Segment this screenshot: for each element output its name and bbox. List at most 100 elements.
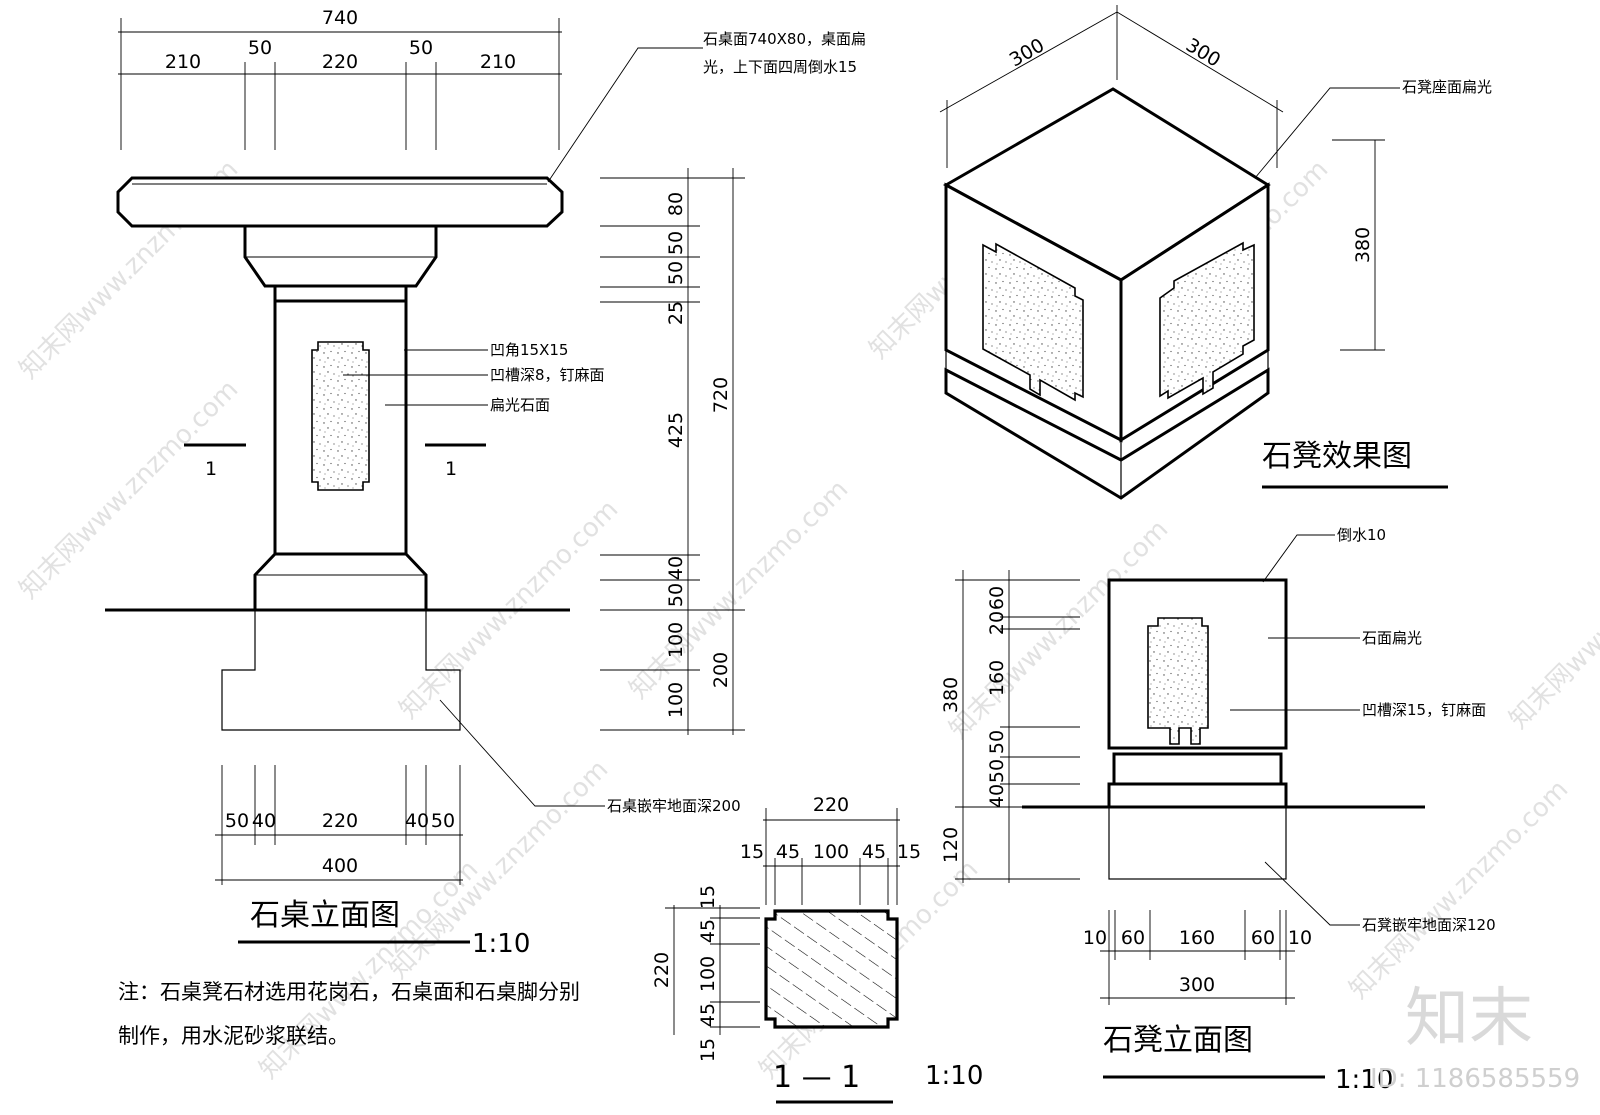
section-mark: 1 (205, 458, 217, 480)
watermark-text: 知末网www.znzmo.com (14, 374, 245, 605)
table-base (253, 552, 428, 612)
stool-3d-view: 300 300 380 石凳座面扁光 石凳效果图 (939, 5, 1492, 500)
dim-label: 40 (665, 556, 687, 580)
dim-label: 15 (697, 1038, 719, 1062)
dim-total-label: 720 (710, 377, 732, 413)
dim-total-label: 300 (1179, 974, 1215, 996)
table-title: 石桌立面图 (250, 898, 400, 933)
dim-label: 50 (431, 810, 455, 832)
material-note: 注：石桌凳石材选用花岗石，石桌面和石桌脚分别 制作，用水泥砂浆联结。 (118, 980, 580, 1048)
watermark-text: 知末网www.znzmo.com (254, 854, 485, 1085)
dim-label: 50 (409, 37, 433, 59)
stool-footing (1108, 806, 1287, 880)
section-scale: 1:10 (925, 1061, 983, 1091)
dim-label: 40 (405, 810, 429, 832)
table-top-slab (116, 176, 564, 228)
dim-total-label: 220 (813, 794, 849, 816)
watermark-text: 知末网www.znzmo.com (1504, 504, 1600, 735)
stool-elev-scale: 1:10 (1335, 1065, 1393, 1095)
dim-label: 15 (740, 841, 764, 863)
stool-elev-title: 石凳立面图 (1103, 1023, 1253, 1058)
stool-elev-neck (1112, 752, 1283, 786)
dim-label: 60 (1121, 927, 1145, 949)
dim-label: 10 (1083, 927, 1107, 949)
callout-corner: 凹角15X15 (490, 341, 568, 359)
dim-label: 15 (897, 841, 921, 863)
callout-tabletop: 石桌面740X80，桌面扁 (703, 30, 866, 48)
stool-elevation: 60 20 160 50 50 40 120 380 10 60 160 60 … (940, 526, 1496, 1095)
dim-label: 80 (665, 192, 687, 216)
dim-label: 50 (248, 37, 272, 59)
dim-label: 100 (665, 622, 687, 658)
dim-label: 210 (480, 51, 516, 73)
brand-logo-text: 知末 (1405, 982, 1533, 1056)
dim-label: 50 (986, 730, 1008, 754)
callout-seat: 石凳座面扁光 (1402, 78, 1492, 96)
dim-label: 50 (986, 759, 1008, 783)
stool-elev-panel (1147, 617, 1209, 745)
dim-label: 45 (862, 841, 886, 863)
dim-stool-height: 380 (1352, 227, 1374, 263)
callout-groove: 凹槽深8，钉麻面 (490, 366, 605, 384)
brand-watermark: 知末 ID: 1186585559 (1370, 982, 1580, 1094)
dim-label: 60 (986, 586, 1008, 610)
brand-id: ID: 1186585559 (1370, 1064, 1580, 1094)
dim-label: 45 (776, 841, 800, 863)
table-collar (273, 284, 408, 303)
dim-label: 15 (697, 885, 719, 909)
dim-label: 120 (940, 827, 962, 863)
table-footing (221, 610, 461, 731)
table-scale: 1:10 (472, 929, 530, 959)
stool-right-panel (1159, 241, 1255, 400)
table-elevation: 740 210 50 220 50 210 1 1 (105, 7, 866, 959)
dim-label: 100 (697, 956, 719, 992)
dim-stool-depth: 300 (1006, 34, 1048, 71)
callout-face: 扁光石面 (490, 396, 550, 414)
stool-left-panel (982, 242, 1084, 402)
dim-label: 50 (665, 261, 687, 285)
dim-label: 220 (322, 51, 358, 73)
dim-total-label: 200 (710, 652, 732, 688)
dim-label: 40 (986, 784, 1008, 808)
callout-chamfer: 倒水10 (1337, 526, 1386, 544)
stool-3d-title: 石凳效果图 (1262, 439, 1412, 474)
dim-label: 220 (322, 810, 358, 832)
dim-label: 210 (165, 51, 201, 73)
section-hatched-column (764, 909, 899, 1029)
callout-face: 石面扁光 (1362, 629, 1422, 647)
dim-label: 45 (697, 919, 719, 943)
dim-total-label: 220 (651, 952, 673, 988)
table-groove-panel (311, 341, 370, 491)
note-line-1: 注：石桌凳石材选用花岗石，石桌面和石桌脚分别 (118, 980, 580, 1004)
dim-total-label: 400 (322, 855, 358, 877)
dim-label: 40 (252, 810, 276, 832)
dim-label: 25 (665, 301, 687, 325)
watermark-text: 知末网www.znzmo.com (1344, 774, 1575, 1005)
callout-embed: 石凳嵌牢地面深120 (1362, 916, 1496, 934)
dim-label: 100 (665, 682, 687, 718)
section-1-1: 220 15 45 100 45 15 220 15 45 100 45 15 … (651, 794, 983, 1104)
section-title: 1 — 1 (773, 1060, 860, 1095)
dim-total-width: 740 (322, 7, 358, 29)
dim-stool-width: 300 (1182, 34, 1224, 72)
stool-elev-base (1107, 782, 1288, 809)
dim-total-label: 380 (940, 677, 962, 713)
note-line-2: 制作，用水泥砂浆联结。 (118, 1024, 349, 1048)
callout-tabletop-2: 光，上下面四周倒水15 (703, 58, 857, 76)
dim-label: 45 (697, 1003, 719, 1027)
table-neck (243, 224, 438, 288)
dim-ticks (600, 177, 745, 731)
section-mark: 1 (445, 458, 457, 480)
callout-groove: 凹槽深15，钉麻面 (1362, 701, 1486, 719)
dim-label: 425 (665, 412, 687, 448)
dim-label: 50 (225, 810, 249, 832)
dim-label: 20 (986, 611, 1008, 635)
dim-label: 160 (1179, 927, 1215, 949)
dim-label: 100 (813, 841, 849, 863)
dim-label: 50 (665, 583, 687, 607)
dim-label: 10 (1288, 927, 1312, 949)
dim-label: 50 (665, 231, 687, 255)
dim-label: 60 (1251, 927, 1275, 949)
dim-label: 160 (986, 660, 1008, 696)
